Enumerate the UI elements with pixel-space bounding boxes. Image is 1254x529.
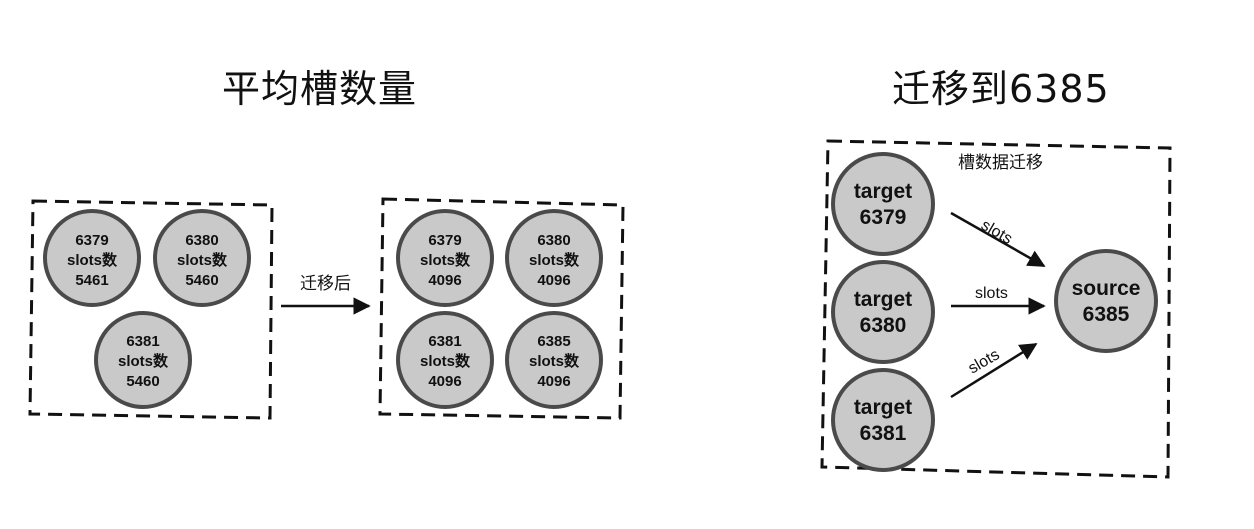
after-node-6380: 6380 slots数 4096: [505, 209, 603, 307]
left-title: 平均槽数量: [222, 67, 418, 111]
migration-box: [820, 139, 1172, 479]
target-node-6379: target 6379: [831, 152, 935, 256]
node-count: 5461: [75, 272, 108, 289]
node-role: target: [854, 396, 912, 419]
target-node-6380: target 6380: [831, 260, 935, 364]
node-label: slots数: [529, 251, 580, 269]
node-port: 6380: [185, 232, 218, 249]
node-label: slots数: [67, 251, 118, 269]
after-cluster-box: [378, 197, 625, 420]
node-port: 6379: [860, 206, 907, 229]
node-count: 4096: [428, 373, 461, 390]
migration-arrow-label: 迁移后: [300, 274, 351, 293]
node-count: 5460: [185, 272, 218, 289]
after-node-6381: 6381 slots数 4096: [396, 311, 494, 409]
node-port: 6379: [75, 232, 108, 249]
node-count: 5460: [126, 373, 159, 390]
edge-label: slots: [975, 285, 1008, 302]
edge-6381-to-6385: [950, 342, 1038, 399]
edge-label: slots: [966, 346, 1003, 377]
edge-label: slots: [978, 217, 1015, 248]
node-count: 4096: [537, 272, 570, 289]
before-node-6380: 6380 slots数 5460: [153, 209, 251, 307]
node-port: 6385: [1083, 303, 1130, 326]
right-title: 迁移到6385: [892, 67, 1110, 111]
after-node-6379: 6379 slots数 4096: [396, 209, 494, 307]
node-port: 6380: [860, 314, 907, 337]
node-label: slots数: [420, 352, 471, 370]
node-count: 4096: [537, 373, 570, 390]
node-port: 6379: [428, 232, 461, 249]
source-node-6385: source 6385: [1054, 249, 1158, 353]
node-role: target: [854, 180, 912, 203]
after-node-6385: 6385 slots数 4096: [505, 311, 603, 409]
before-node-6381: 6381 slots数 5460: [94, 311, 192, 409]
before-cluster-box: [28, 199, 274, 420]
node-port: 6381: [428, 333, 461, 350]
node-label: slots数: [529, 352, 580, 370]
node-port: 6380: [537, 232, 570, 249]
target-node-6381: target 6381: [831, 368, 935, 472]
node-port: 6381: [126, 333, 159, 350]
node-count: 4096: [428, 272, 461, 289]
node-role: target: [854, 288, 912, 311]
edge-6379-to-6385: [950, 211, 1046, 268]
node-role: source: [1072, 277, 1141, 300]
migration-box-label: 槽数据迁移: [958, 153, 1043, 172]
node-label: slots数: [177, 251, 228, 269]
node-label: slots数: [420, 251, 471, 269]
before-node-6379: 6379 slots数 5461: [43, 209, 141, 307]
node-port: 6381: [860, 422, 907, 445]
node-label: slots数: [118, 352, 169, 370]
node-port: 6385: [537, 333, 570, 350]
